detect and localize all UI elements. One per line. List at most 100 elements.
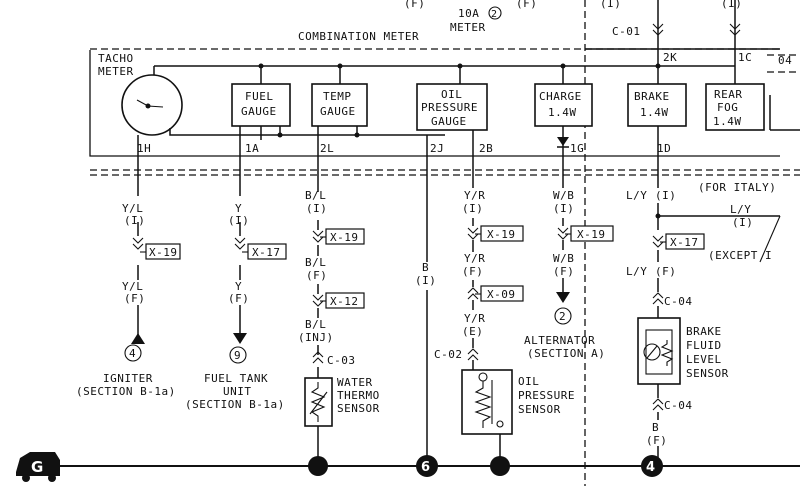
c1-wire-f: Y/L bbox=[122, 280, 143, 293]
rearfog-label-1: REAR bbox=[714, 88, 743, 101]
rearfog-label-2: FOG bbox=[717, 101, 738, 114]
fuse-number: 2 bbox=[491, 9, 498, 20]
stub-right2-label: (I) bbox=[721, 0, 742, 10]
junction-dots bbox=[258, 63, 661, 138]
temp-gauge-label-1: TEMP bbox=[323, 90, 352, 103]
water-label-1: WATER bbox=[337, 376, 373, 389]
connector-c01-symbol-2 bbox=[729, 23, 741, 36]
alternator-arrow-icon bbox=[556, 292, 570, 303]
ref-ground-4: 4 bbox=[646, 460, 655, 475]
combination-meter: COMBINATION METER TACHO METER FUEL GAUGE… bbox=[89, 30, 800, 168]
c7-connector: C-04 bbox=[664, 295, 693, 308]
oil-sensor-label-2: PRESSURE bbox=[518, 389, 575, 402]
brake-fluid-sensor: BRAKE FLUID LEVEL SENSOR bbox=[637, 317, 728, 385]
pin-2j: 2J bbox=[430, 142, 444, 155]
water-label-3: SENSOR bbox=[337, 402, 380, 415]
oil-sensor-label-3: SENSOR bbox=[518, 403, 561, 416]
fuse-name: METER bbox=[450, 21, 486, 34]
c3-conn2: X-12 bbox=[330, 295, 359, 308]
c7-wire-f: L/Y bbox=[626, 265, 647, 278]
c4-wire: B bbox=[422, 261, 429, 274]
ref-circle-fuel bbox=[229, 346, 247, 364]
c5-wire-f: Y/R bbox=[464, 252, 485, 265]
c5-wire-e: Y/R bbox=[464, 312, 485, 325]
c7-loc-b: (F) bbox=[646, 434, 667, 447]
brake-label-2: 1.4W bbox=[640, 106, 669, 119]
pin-1c: 1C bbox=[738, 51, 752, 64]
c7-branch-wire: L/Y bbox=[730, 203, 751, 216]
oil-gauge-label-1: OIL bbox=[441, 88, 462, 101]
c1-wire-i: Y/L bbox=[122, 202, 143, 215]
igniter-label-1: IGNITER bbox=[103, 372, 153, 385]
ground-node-oil bbox=[490, 456, 510, 476]
stub-mid-label: (F) bbox=[516, 0, 537, 10]
c7-branch-loc: (I) bbox=[732, 216, 753, 229]
c1-loc-i: (I) bbox=[124, 214, 145, 227]
c3-wire-f: B/L bbox=[305, 256, 326, 269]
ref-circle-alternator bbox=[554, 307, 572, 325]
c2-conn: X-17 bbox=[252, 246, 281, 259]
fueltank-label-2: UNIT bbox=[223, 385, 252, 398]
pin-04: 04 bbox=[778, 54, 792, 67]
ref-circle-igniter bbox=[124, 344, 142, 362]
pin-2b: 2B bbox=[479, 142, 493, 155]
c7-loc-f: (F) bbox=[655, 265, 676, 278]
alternator-label-2: (SECTION A) bbox=[527, 347, 605, 360]
c7-wire-i: L/Y bbox=[626, 189, 647, 202]
connector-tags: X-19 X-17 X-19 X-12 X-19 X-09 X-19 X-17 bbox=[140, 225, 705, 309]
c5-loc-i: (I) bbox=[462, 202, 483, 215]
brake-sensor-label-3: LEVEL bbox=[686, 353, 722, 366]
c3-wire-inj: B/L bbox=[305, 318, 326, 331]
c3-loc-inj: (INJ) bbox=[298, 331, 334, 344]
connector-c01-label: C-01 bbox=[612, 25, 641, 38]
pin-1h: 1H bbox=[137, 142, 151, 155]
pin-2l: 2L bbox=[320, 142, 334, 155]
c3-loc-f: (F) bbox=[306, 269, 327, 282]
c1-conn: X-19 bbox=[149, 246, 178, 259]
stub-right1-label: (I) bbox=[600, 0, 621, 10]
c5-wire-i: Y/R bbox=[464, 189, 485, 202]
c7-connector2: C-04 bbox=[664, 399, 693, 412]
c5-connector: C-02 bbox=[434, 348, 463, 361]
ref-igniter: 4 bbox=[129, 347, 136, 360]
fuel-arrow-icon bbox=[233, 333, 247, 344]
c2-loc-f: (F) bbox=[228, 292, 249, 305]
fuel-gauge-label-2: GAUGE bbox=[241, 105, 277, 118]
ground-label: G bbox=[31, 458, 43, 476]
water-label-2: THERMO bbox=[337, 389, 380, 402]
ground-car-icon bbox=[16, 452, 60, 476]
tacho-pivot bbox=[145, 103, 151, 109]
c5-loc-f: (F) bbox=[462, 265, 483, 278]
c7-conn: X-17 bbox=[670, 236, 699, 249]
ref-alternator: 2 bbox=[559, 310, 566, 323]
oil-pressure-sensor: OIL PRESSURE SENSOR bbox=[461, 369, 575, 435]
fuse-amp-label: 10A bbox=[458, 7, 479, 20]
brake-sensor-label-1: BRAKE bbox=[686, 325, 722, 338]
ground-node-water bbox=[308, 456, 328, 476]
c5-conn: X-19 bbox=[487, 228, 516, 241]
pin-1g: 1G bbox=[570, 142, 584, 155]
fuse-number-circle bbox=[488, 6, 502, 20]
c2-wire-f: Y bbox=[235, 280, 242, 293]
wires bbox=[137, 126, 781, 466]
ground-bus: G 6 4 bbox=[16, 452, 800, 482]
rearfog-label-3: 1.4W bbox=[713, 115, 742, 128]
ground-node-6 bbox=[416, 455, 438, 477]
fueltank-label-1: FUEL TANK bbox=[204, 372, 268, 385]
oil-sensor-label-1: OIL bbox=[518, 375, 539, 388]
c7-wire-b: B bbox=[652, 421, 659, 434]
oil-gauge-label-2: PRESSURE bbox=[421, 101, 478, 114]
tacho-dial bbox=[121, 74, 183, 136]
references: 4 IGNITER (SECTION B-1a) 9 FUEL TANK UNI… bbox=[76, 292, 605, 411]
temp-gauge-label-2: GAUGE bbox=[320, 105, 356, 118]
brake-sensor-label-2: FLUID bbox=[686, 339, 722, 352]
top-fuse-area: (F) (F) 10A 2 METER (I) (I) C-01 bbox=[404, 0, 742, 486]
stub-left-label: (F) bbox=[404, 0, 425, 10]
alternator-label-1: ALTERNATOR bbox=[524, 334, 595, 347]
c5-conn2: X-09 bbox=[487, 288, 516, 301]
pin-1a: 1A bbox=[245, 142, 259, 155]
meter-title: COMBINATION METER bbox=[298, 30, 419, 43]
charge-lamp-box bbox=[534, 83, 593, 127]
